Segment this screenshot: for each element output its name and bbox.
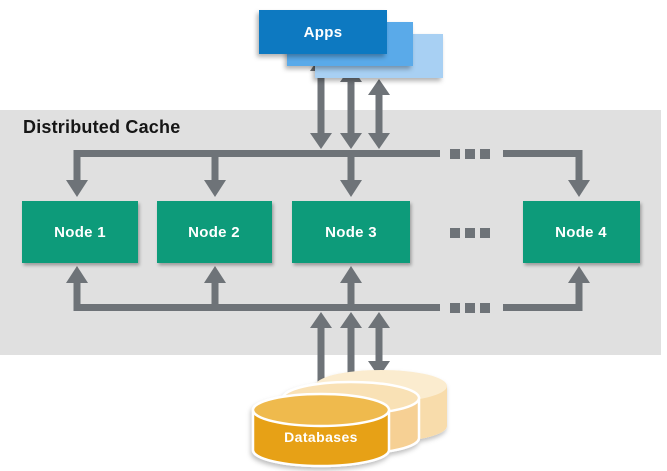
bottom-line-ellipsis-dot [480,303,490,313]
cache-db-arrow-1 [310,312,332,404]
arrow-to-node4-stem [575,150,583,180]
node-1: Node 1 [22,201,138,263]
arrow-from-node4-stem [575,283,583,311]
top-line-right-segment [503,150,583,157]
arrow-from-node2-head [204,266,226,283]
node-2: Node 2 [157,201,272,263]
db-cylinder-front-top [251,392,391,428]
node-4: Node 4 [523,201,640,263]
arrow-to-node1-stem [73,150,81,180]
arrow-to-node4-head [568,180,590,197]
arrow-to-node2-stem [211,157,219,181]
node-3-label: Node 3 [325,224,377,241]
arrow-from-node3-stem [347,283,355,304]
top-line-left-segment [73,150,440,157]
cache-db-arrow-3 [368,312,390,377]
arrow-from-node1-head [66,266,88,283]
arrow-to-node2-head [204,180,226,197]
node-1-box [22,201,138,263]
databases-stack: Databases [251,370,447,468]
nodes-ellipsis-dot [480,228,490,238]
bottom-line-ellipsis-dot [465,303,475,313]
arrow-to-node1-head [66,180,88,197]
node-4-label: Node 4 [555,224,607,241]
apps-stack: Apps [259,10,443,78]
arrow-from-node4-head [568,266,590,283]
connector-arrows [66,55,590,404]
bottom-line-left-segment [73,304,440,311]
cache-title: Distributed Cache [23,117,180,137]
node-3-box [292,201,410,263]
apps-label: Apps [304,24,343,41]
apps-cache-arrow-1 [310,55,332,149]
node-2-label: Node 2 [188,224,240,241]
arrow-to-node3-stem [347,157,355,181]
apps-card-front [259,10,387,54]
node-2-box [157,201,272,263]
arrow-from-node3-head [340,266,362,283]
arrow-from-node2-stem [211,283,219,304]
node-3: Node 3 [292,201,410,263]
node-1-label: Node 1 [54,224,106,241]
top-line-ellipsis-dot [450,149,460,159]
cache-nodes: Node 1 Node 2 Node 3 Node 4 [22,201,640,263]
cache-db-arrow-2 [340,312,362,390]
apps-cache-arrow-2 [340,66,362,149]
arrow-to-node3-head [340,180,362,197]
nodes-ellipsis-dot [465,228,475,238]
nodes-ellipsis-dot [450,228,460,238]
apps-cache-arrow-3 [368,79,390,149]
top-line-ellipsis-dot [465,149,475,159]
bottom-line-right-segment [503,304,583,311]
arrow-from-node1-stem [73,283,81,311]
bottom-line-ellipsis-dot [450,303,460,313]
databases-label: Databases [284,429,358,445]
node-4-box [523,201,640,263]
top-line-ellipsis-dot [480,149,490,159]
